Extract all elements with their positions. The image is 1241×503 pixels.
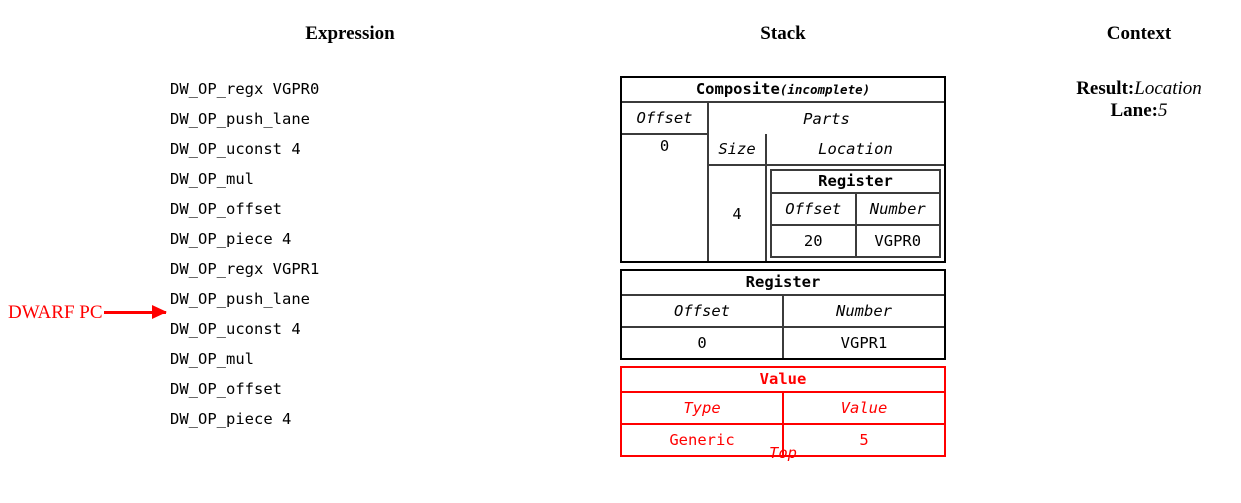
context-key-result: Result: [1076,78,1135,99]
context-value-lane: 5 [1158,100,1168,121]
dwarf-pc-marker: DWARF PC [8,300,167,324]
nested-register-val-offset: 20 [772,224,857,256]
nested-register-title: Register [818,172,893,190]
column-header-context: Context [1106,23,1172,44]
expression-op-line: DW_OP_push_lane [170,290,310,308]
stack-top-label: Top [769,444,797,462]
context-block: Result:Location Lane:5 [1019,78,1241,122]
value-title: Value [759,370,807,388]
nested-register-table: Offset Number 20 VGPR0 [772,192,940,256]
dwarf-pc-label: DWARF PC [8,301,103,323]
composite-offset-value: 0 [622,133,709,261]
expression-listing: DW_OP_regx VGPR0 DW_OP_push_lane DW_OP_u… [170,74,319,434]
register-col-offset: Offset [622,294,784,327]
composite-title-text: Composite [695,80,780,98]
nested-register-col-number: Number [855,192,940,225]
nested-register-col-offset: Offset [772,192,857,225]
expression-op-line: DW_OP_piece 4 [170,410,292,428]
arrow-right-icon [103,304,167,319]
expression-op-line: DW_OP_uconst 4 [170,140,301,158]
table-row: Offset Number [772,192,940,225]
table-row: 0 VGPR1 [622,326,944,358]
table-row: Type Value [622,391,944,424]
value-table: Type Value Generic 5 [622,391,944,455]
register-title: Register [745,273,821,291]
composite-subtitle: (incomplete) [779,82,871,97]
value-col-value: Value [783,391,944,424]
expression-op-line: DW_OP_mul [170,350,254,368]
register-col-number: Number [783,294,944,327]
context-row-lane: Lane:5 [1019,100,1241,122]
expression-op-line: DW_OP_mul [170,170,254,188]
context-value-result: Location [1134,78,1202,99]
composite-offset-header: Offset [622,101,709,134]
nested-register-box: Register Offset Number 20 VGPR0 [770,169,942,258]
table-row: 0 Size Location [622,133,944,261]
stack-entry-register: Register Offset Number 0 VGPR1 [620,269,946,360]
expression-op-line: DW_OP_piece 4 [170,230,292,248]
composite-parts-header: Parts [708,101,945,134]
column-header-expression: Expression [305,23,395,44]
context-key-lane: Lane: [1110,100,1159,121]
nested-register-val-number: VGPR0 [855,224,940,256]
register-val-number: VGPR1 [783,326,944,358]
stack-entry-value: Value Type Value Generic 5 [620,366,946,457]
expression-op-line: DW_OP_regx VGPR1 [170,260,320,278]
expression-op-line: DW_OP_regx VGPR0 [170,80,320,98]
context-row-result: Result:Location [1019,78,1241,100]
composite-table: Offset Parts 0 Size Location 4 Register … [622,101,945,261]
register-val-offset: 0 [622,326,784,358]
composite-location-header: Location [818,140,893,158]
table-row: Offset Number [622,294,944,327]
table-row: 4 Register Offset Number 20 VGP [622,164,945,261]
table-row: 20 VGPR0 [772,224,940,256]
value-col-type: Type [622,391,784,424]
expression-op-line: DW_OP_uconst 4 [170,320,301,338]
stack-column: Composite(incomplete) Offset Parts 0 Siz… [620,76,946,463]
stack-entry-composite: Composite(incomplete) Offset Parts 0 Siz… [620,76,946,263]
expression-op-line: DW_OP_offset [170,200,282,218]
value-val-type: Generic [622,423,784,455]
composite-part-size: 4 [708,164,767,261]
value-val-value: 5 [783,423,944,455]
composite-title: Composite(incomplete) [622,78,944,101]
expression-op-line: DW_OP_push_lane [170,110,310,128]
table-row: Offset Parts [622,101,945,134]
table-row: Generic 5 [622,423,944,455]
register-table: Offset Number 0 VGPR1 [622,294,944,358]
composite-part-location: Register Offset Number 20 VGPR0 [766,164,945,261]
expression-op-line: DW_OP_offset [170,380,282,398]
column-header-stack: Stack [760,23,806,44]
composite-size-header: Size [708,134,767,165]
